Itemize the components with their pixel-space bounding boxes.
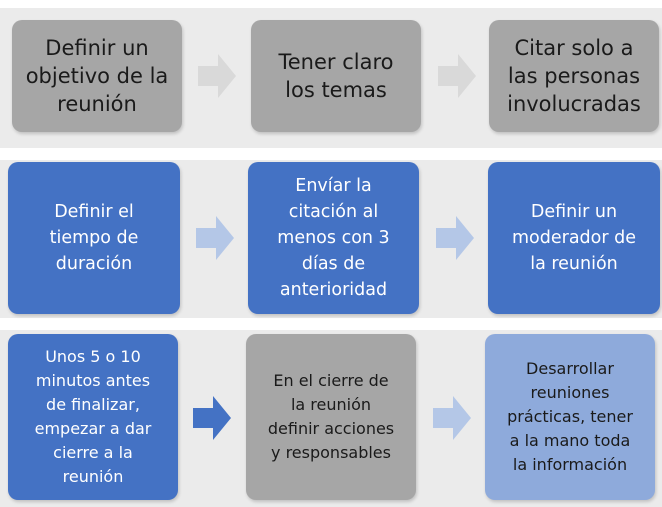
- arrow-right-icon: [438, 54, 476, 98]
- step-define-duration: Definir el tiempo de duración: [8, 162, 180, 314]
- step-start-closing: Unos 5 o 10 minutos antes de finalizar, …: [8, 334, 178, 500]
- step-label: Definir un moderador de la reunión: [512, 202, 636, 274]
- step-define-actions: En el cierre de la reunión definir accio…: [246, 334, 416, 500]
- step-clear-topics: Tener claro los temas: [251, 20, 421, 132]
- step-practical-meetings: Desarrollar reuniones prácticas, tener a…: [485, 334, 655, 500]
- step-label: Definir un objetivo de la reunión: [25, 36, 169, 116]
- step-label: Citar solo a las personas involucradas: [507, 36, 641, 116]
- step-invite-involved: Citar solo a las personas involucradas: [489, 20, 659, 132]
- step-send-invitation: Envíar la citación al menos con 3 días d…: [248, 162, 419, 314]
- step-label: Envíar la citación al menos con 3 días d…: [277, 176, 390, 300]
- arrow-right-icon: [196, 216, 234, 260]
- step-define-moderator: Definir un moderador de la reunión: [488, 162, 660, 314]
- step-label: En el cierre de la reunión definir accio…: [267, 371, 395, 462]
- arrow-right-icon: [436, 216, 474, 260]
- step-label: Unos 5 o 10 minutos antes de finalizar, …: [34, 347, 152, 486]
- arrow-right-icon: [198, 54, 236, 98]
- step-label: Desarrollar reuniones prácticas, tener a…: [507, 359, 633, 474]
- arrow-right-icon: [433, 396, 471, 440]
- step-label: Tener claro los temas: [278, 50, 394, 102]
- arrow-right-icon: [193, 396, 231, 440]
- step-define-objective: Definir un objetivo de la reunión: [12, 20, 182, 132]
- step-label: Definir el tiempo de duración: [49, 202, 139, 274]
